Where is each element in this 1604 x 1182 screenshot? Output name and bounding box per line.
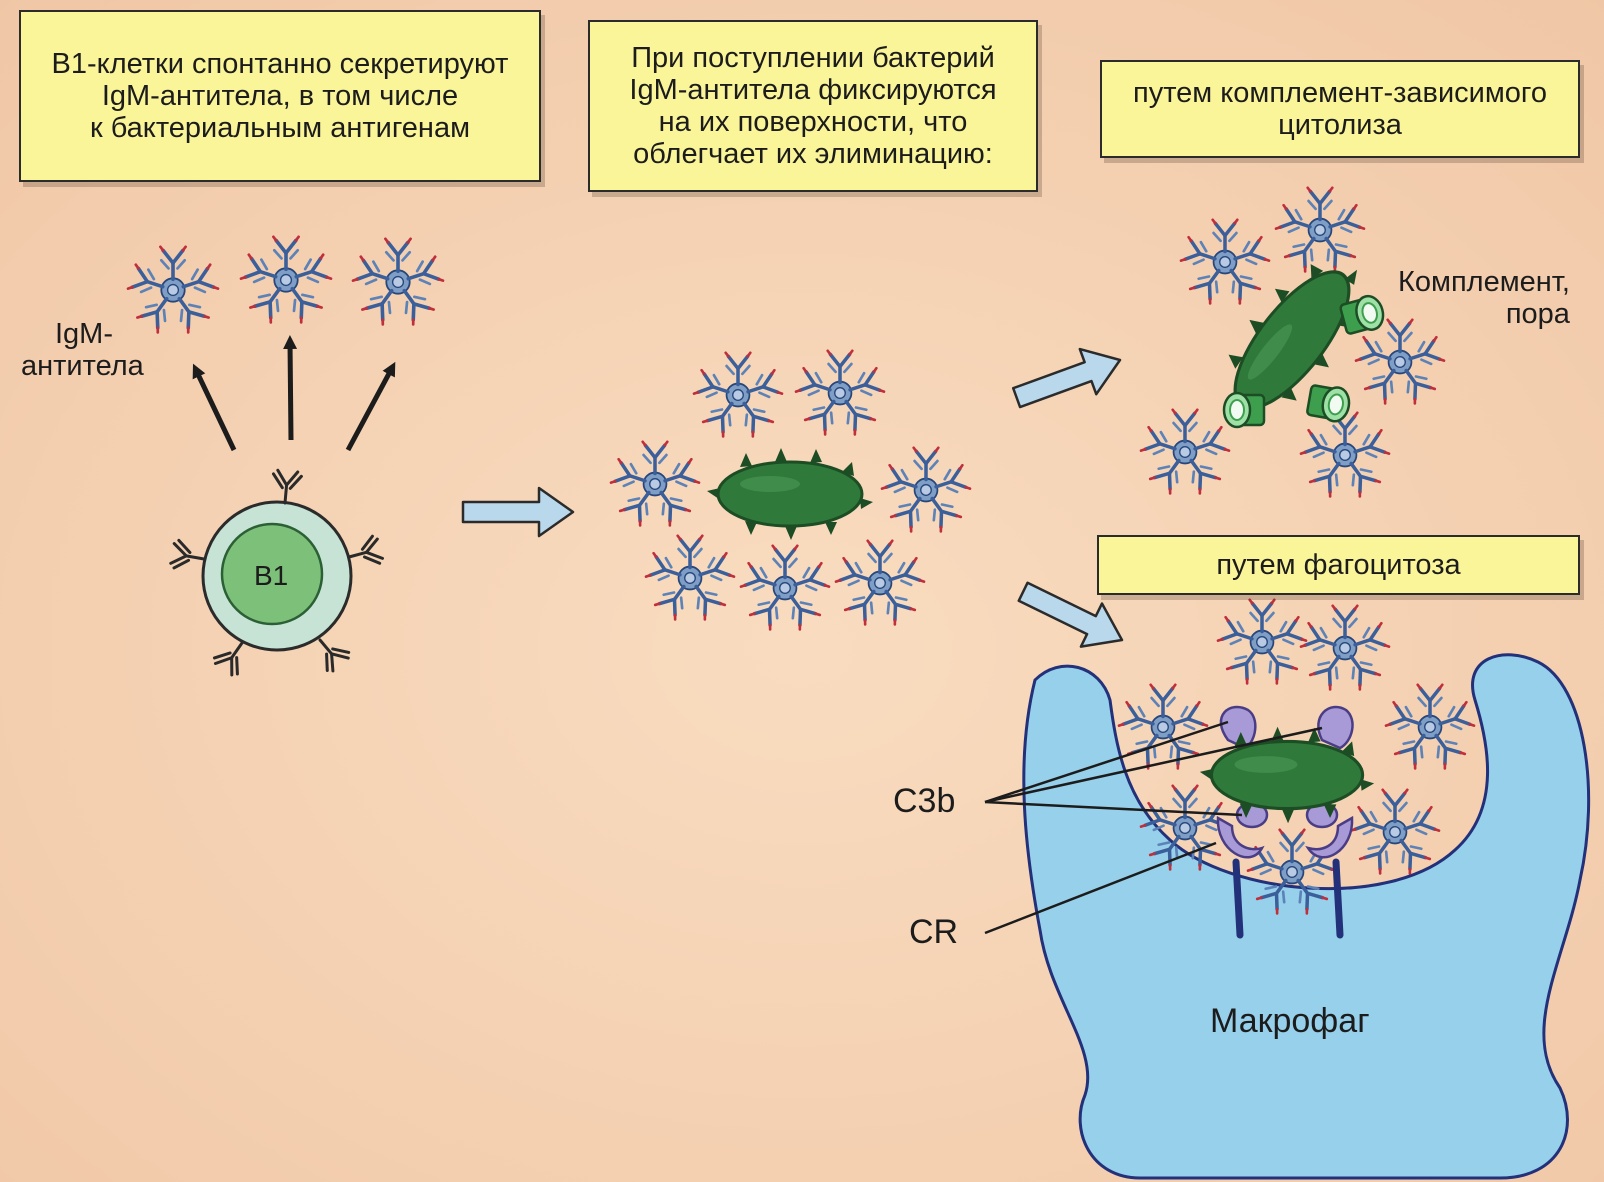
caption-line: на их поверхности, что — [629, 106, 996, 138]
label-line: антитела — [21, 350, 144, 382]
caption-bacteria-entry: При поступлении бактерий IgM-антитела фи… — [588, 20, 1038, 192]
complement-pore-icon — [1224, 393, 1264, 427]
label-igm: IgM- антитела — [55, 318, 144, 382]
label-macrophage: Макрофаг — [1210, 1002, 1370, 1040]
caption-line: путем фагоцитоза — [1216, 549, 1460, 581]
label-cr: CR — [909, 913, 958, 951]
caption-line: IgM-антитела фиксируются — [629, 74, 996, 106]
label-b1: В1 — [254, 560, 288, 592]
label-c3b: C3b — [893, 782, 955, 820]
caption-b1-secretion: В1-клетки спонтанно секретируют IgM-анти… — [19, 10, 541, 182]
caption-line: При поступлении бактерий — [629, 42, 996, 74]
caption-line: В1-клетки спонтанно секретируют — [52, 48, 509, 80]
label-line: IgM- — [55, 318, 144, 350]
label-line: Комплемент, — [1398, 266, 1570, 298]
caption-line: путем комплемент-зависимого — [1133, 77, 1547, 109]
label-complement-pore: Комплемент, пора — [1398, 266, 1570, 330]
c3b-icon — [1318, 707, 1352, 748]
caption-line: облегчает их элиминацию: — [629, 138, 996, 170]
caption-line: IgM-антитела, в том числе — [52, 80, 509, 112]
label-line: пора — [1398, 298, 1570, 330]
caption-line: цитолиза — [1133, 109, 1547, 141]
caption-complement-path: путем комплемент-зависимого цитолиза — [1100, 60, 1580, 158]
caption-line: к бактериальным антигенам — [52, 112, 509, 144]
caption-phagocytosis-path: путем фагоцитоза — [1097, 535, 1580, 595]
